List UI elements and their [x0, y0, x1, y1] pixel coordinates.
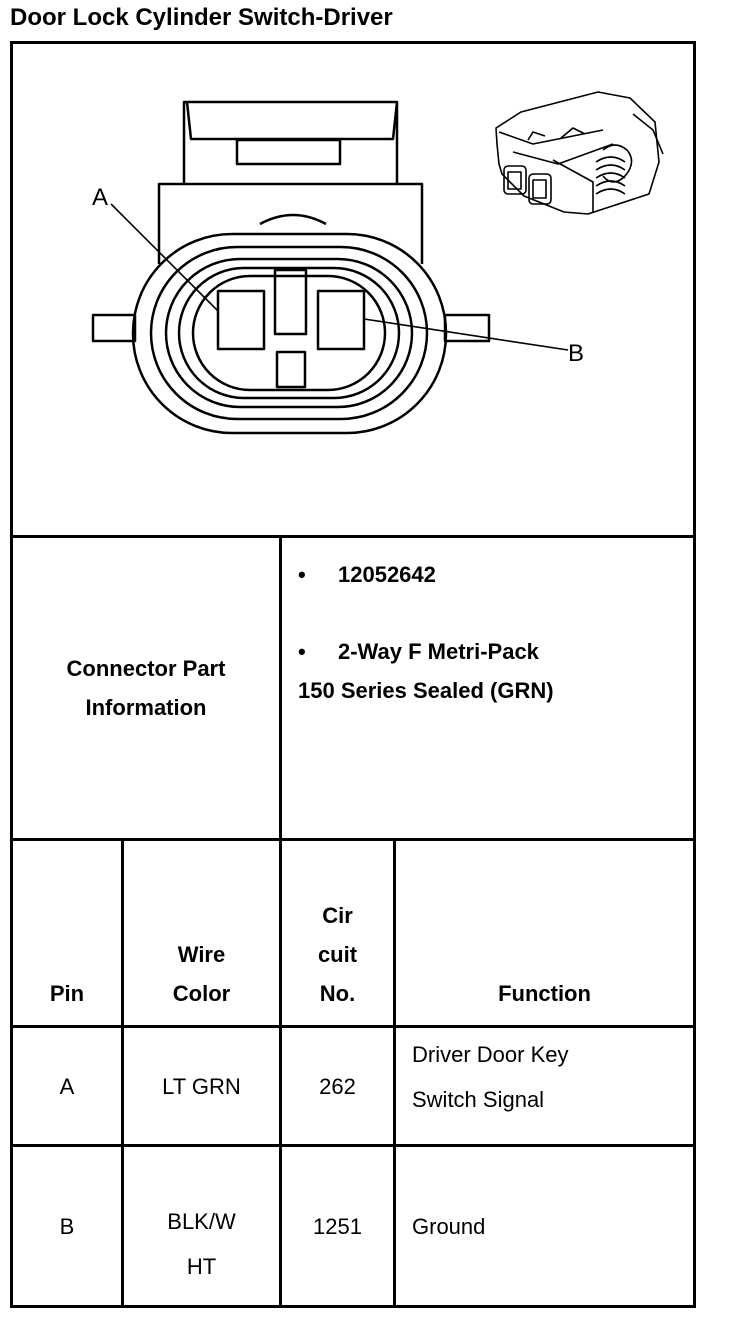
- terminal-b: [316, 289, 366, 351]
- part-number-item: • 12052642: [298, 555, 688, 594]
- part-number: 12052642: [338, 562, 436, 587]
- column-divider-pin: [121, 838, 124, 1308]
- header-wire-color: Wire Color: [172, 942, 231, 1006]
- connector-drawing: A B: [91, 91, 664, 435]
- border-top: [10, 41, 696, 44]
- connector-table-frame: A B Connector Part Information • 1205264…: [10, 41, 696, 1308]
- callout-a-leader: [110, 203, 219, 312]
- column-divider-circuit: [393, 838, 396, 1308]
- divider-figure: [10, 535, 696, 538]
- callout-a-label: A: [92, 184, 108, 211]
- left-ear: [91, 313, 137, 343]
- connector-latch: [182, 100, 399, 184]
- connector-info-details: • 12052642 • 2-Way F Metri-Pack 150 Seri…: [298, 555, 688, 710]
- column-divider-main: [279, 535, 282, 1308]
- connector-outer-shell: [131, 232, 448, 435]
- connector-info-label-line2: Information: [85, 695, 207, 720]
- center-key: [273, 268, 308, 336]
- border-right: [693, 41, 696, 1308]
- connector-type-item: • 2-Way F Metri-Pack: [298, 632, 688, 671]
- row-a-circuit: 262: [319, 1073, 356, 1099]
- header-function: Function: [498, 981, 591, 1006]
- divider-connector-info: [10, 838, 696, 841]
- row-b-wire-color: BLK/W HT: [167, 1209, 236, 1279]
- latch-window: [235, 138, 342, 166]
- header-circuit-no: Cir cuit No.: [317, 903, 358, 1006]
- terminal-a: [216, 289, 266, 351]
- divider-header: [10, 1025, 696, 1028]
- row-a-pin: A: [59, 1073, 75, 1099]
- connector-type-line1: 2-Way F Metri-Pack: [338, 639, 539, 664]
- border-left: [10, 41, 13, 1308]
- bullet: •: [298, 639, 306, 664]
- connector-body: [157, 182, 424, 264]
- page-title: Door Lock Cylinder Switch-Driver: [10, 4, 393, 31]
- row-b-circuit: 1251: [313, 1213, 362, 1239]
- connector-type-line2: 150 Series Sealed (GRN): [298, 678, 554, 703]
- border-bottom: [10, 1305, 696, 1308]
- callout-b-label: B: [568, 340, 584, 367]
- row-b-pin: B: [59, 1213, 75, 1239]
- divider-row-a: [10, 1144, 696, 1147]
- row-a-function: Driver Door Key Switch Signal: [412, 1042, 569, 1112]
- callout-b-leader: [363, 318, 569, 351]
- row-a-wire-color: LT GRN: [162, 1073, 241, 1099]
- row-b-function: Ground: [412, 1213, 486, 1239]
- connector-info-label: Connector Part Information: [13, 538, 279, 838]
- bullet: •: [298, 562, 306, 587]
- header-pin: Pin: [49, 981, 85, 1006]
- connector-iso-view: [495, 91, 664, 215]
- connector-seal: [191, 274, 387, 392]
- connector-info-label-line1: Connector Part: [66, 656, 226, 681]
- lower-key: [275, 350, 307, 389]
